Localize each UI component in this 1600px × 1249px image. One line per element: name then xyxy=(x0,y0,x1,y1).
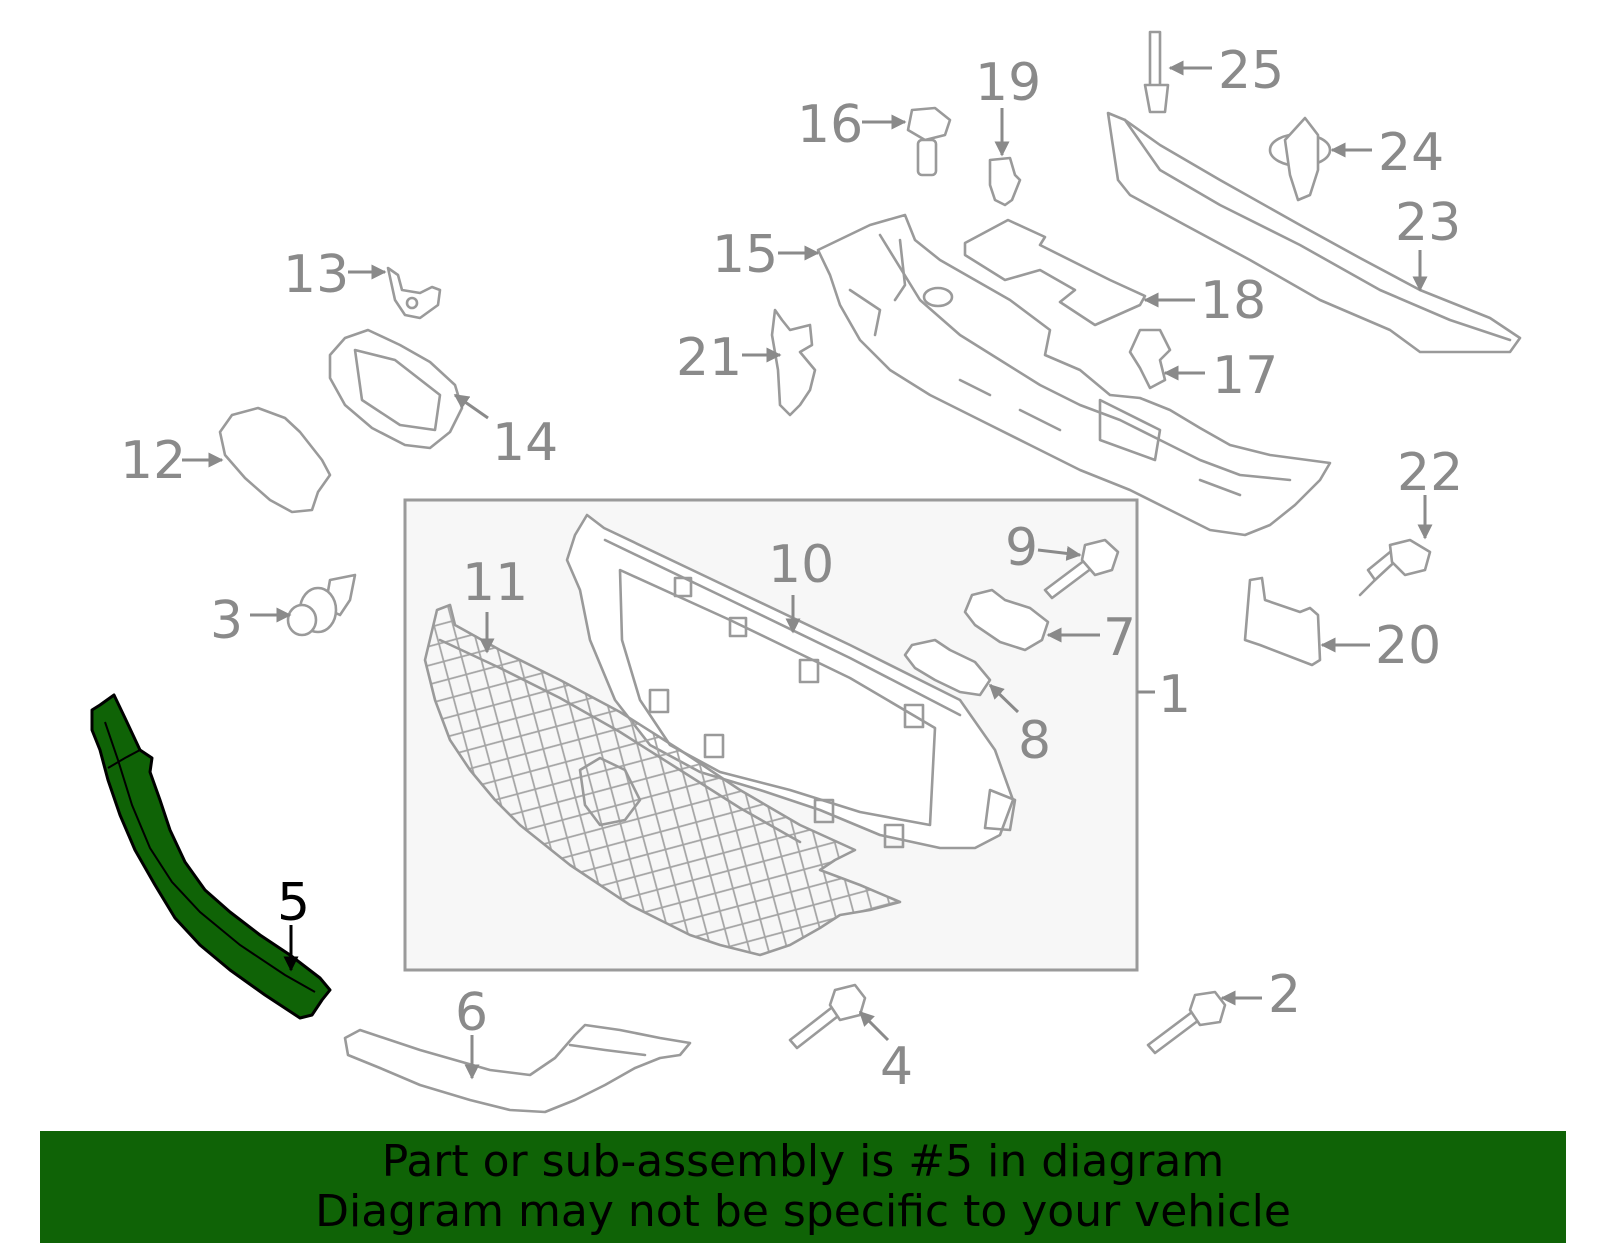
part-19-clip xyxy=(988,156,1022,207)
callout-5: 5 xyxy=(277,873,310,972)
part-16-bolt xyxy=(906,106,952,177)
part-12-emblem-base xyxy=(218,406,332,514)
callout-3: 3 xyxy=(210,591,292,651)
highlighted-part-shape xyxy=(90,693,332,1020)
callout-label-4: 4 xyxy=(880,1037,913,1097)
callout-1: 1 xyxy=(1158,665,1191,725)
callout-10: 10 xyxy=(768,535,834,634)
callout-label-20: 20 xyxy=(1375,616,1441,676)
callout-20: 20 xyxy=(1320,616,1441,676)
part-25-pin xyxy=(1143,30,1170,114)
callout-label-16: 16 xyxy=(797,95,863,155)
callout-7: 7 xyxy=(1046,608,1136,668)
callout-15: 15 xyxy=(712,225,820,285)
callout-label-15: 15 xyxy=(712,225,778,285)
part-9-bolt xyxy=(1043,538,1120,600)
callout-23: 23 xyxy=(1395,193,1461,292)
callout-label-22: 22 xyxy=(1397,443,1463,503)
callout-label-21: 21 xyxy=(676,328,742,388)
part-14-emblem-bracket xyxy=(328,328,464,450)
callout-17: 17 xyxy=(1163,346,1278,406)
callout-6: 6 xyxy=(455,983,488,1080)
callout-2: 2 xyxy=(1220,965,1301,1025)
callout-label-24: 24 xyxy=(1378,123,1444,183)
callout-label-7: 7 xyxy=(1103,608,1136,668)
part-23-upper-trim xyxy=(1106,111,1522,354)
callout-19: 19 xyxy=(975,53,1041,157)
part-5-highlighted-molding xyxy=(90,693,332,1020)
callout-label-12: 12 xyxy=(120,431,186,491)
callout-24: 24 xyxy=(1330,123,1444,183)
part-4-bolt xyxy=(788,983,867,1050)
part-15-radiator-support xyxy=(816,213,1332,537)
callout-label-19: 19 xyxy=(975,53,1041,113)
callout-label-2: 2 xyxy=(1268,965,1301,1025)
callout-13: 13 xyxy=(283,245,387,305)
callout-14: 14 xyxy=(453,393,558,473)
callout-label-11: 11 xyxy=(462,553,528,613)
callout-label-14: 14 xyxy=(492,413,558,473)
callout-label-23: 23 xyxy=(1395,193,1461,253)
callout-4: 4 xyxy=(858,1010,913,1097)
callout-label-9: 9 xyxy=(1005,518,1038,578)
callout-label-18: 18 xyxy=(1200,271,1266,331)
banner-line-2: Diagram may not be specific to your vehi… xyxy=(315,1186,1291,1237)
part-17-push-clip xyxy=(1128,328,1172,390)
callout-16: 16 xyxy=(797,95,907,155)
callout-label-17: 17 xyxy=(1212,346,1278,406)
part-13-clip xyxy=(386,266,442,320)
callout-label-8: 8 xyxy=(1018,711,1051,771)
callout-11: 11 xyxy=(462,553,528,654)
callout-25: 25 xyxy=(1168,41,1284,101)
callout-label-10: 10 xyxy=(768,535,834,595)
callout-label-5: 5 xyxy=(277,873,310,933)
callout-label-3: 3 xyxy=(210,591,243,651)
callout-12: 12 xyxy=(120,431,224,491)
part-8-mount xyxy=(903,638,992,697)
part-24-push-clip xyxy=(1268,116,1332,202)
callout-label-6: 6 xyxy=(455,983,488,1043)
callout-18: 18 xyxy=(1143,271,1266,331)
part-2-bolt xyxy=(1146,990,1227,1055)
part-7-mount xyxy=(963,588,1050,652)
callout-label-1: 1 xyxy=(1158,665,1191,725)
callout-8: 8 xyxy=(988,683,1051,771)
callout-label-13: 13 xyxy=(283,245,349,305)
part-6-lower-trim xyxy=(343,1023,692,1114)
callout-label-25: 25 xyxy=(1218,41,1284,101)
part-20-retainer xyxy=(1243,576,1322,667)
part-21-bracket xyxy=(770,308,817,417)
callout-9: 9 xyxy=(1005,518,1082,578)
callout-21: 21 xyxy=(676,328,782,388)
part-3-clip xyxy=(286,573,357,637)
part-11-mesh-grille xyxy=(423,603,902,957)
callout-22: 22 xyxy=(1397,443,1463,540)
info-banner: Part or sub-assembly is #5 in diagram Di… xyxy=(40,1131,1566,1243)
part-18-cover xyxy=(963,218,1147,327)
part-22-bolt xyxy=(1358,538,1432,597)
banner-line-1: Part or sub-assembly is #5 in diagram xyxy=(381,1136,1225,1187)
